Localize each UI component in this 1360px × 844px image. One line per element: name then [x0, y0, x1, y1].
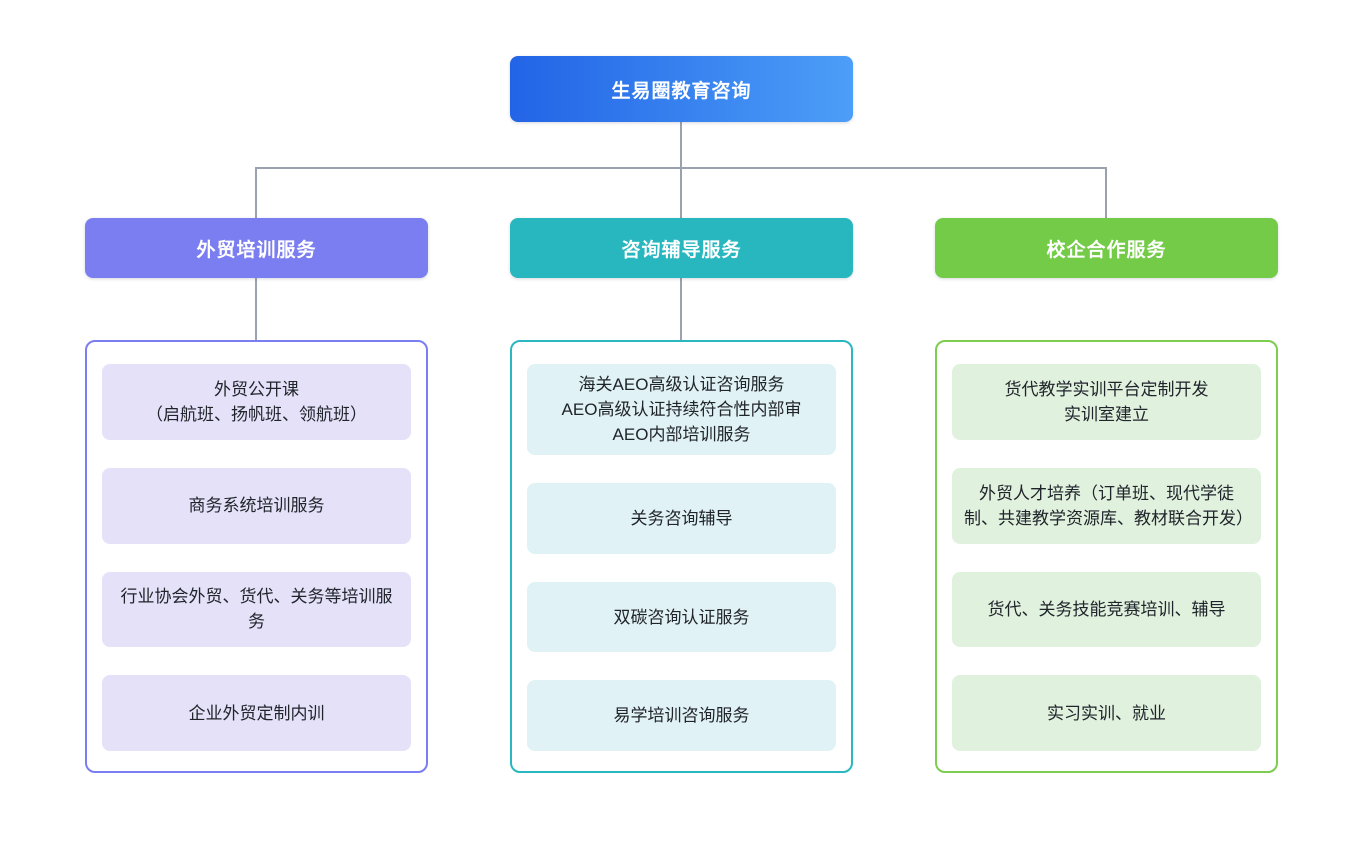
- connector-rail-to-trade: [255, 167, 257, 218]
- branch-container-trade-training: 外贸公开课 （启航班、扬帆班、领航班） 商务系统培训服务 行业协会外贸、货代、关…: [85, 340, 428, 773]
- service-item: 实习实训、就业: [952, 675, 1261, 751]
- branch-header-school-enterprise: 校企合作服务: [935, 218, 1278, 278]
- service-item: 企业外贸定制内训: [102, 675, 411, 751]
- service-item: 易学培训咨询服务: [527, 680, 836, 752]
- service-item: 商务系统培训服务: [102, 467, 411, 544]
- service-item: 关务咨询辅导: [527, 483, 836, 554]
- service-item: 外贸人才培养（订单班、现代学徒制、共建教学资源库、教材联合开发）: [952, 467, 1261, 544]
- branch-container-school-enterprise: 货代教学实训平台定制开发 实训室建立 外贸人才培养（订单班、现代学徒制、共建教学…: [935, 340, 1278, 773]
- service-item: 货代教学实训平台定制开发 实训室建立: [952, 364, 1261, 440]
- connector-consult-to-children: [680, 278, 682, 340]
- service-item: 外贸公开课 （启航班、扬帆班、领航班）: [102, 364, 411, 440]
- connector-rail-to-consult: [680, 167, 682, 218]
- branch-header-consulting-coaching: 咨询辅导服务: [510, 218, 853, 278]
- service-item: 海关AEO高级认证咨询服务 AEO高级认证持续符合性内部审 AEO内部培训服务: [527, 364, 836, 455]
- service-item: 货代、关务技能竞赛培训、辅导: [952, 571, 1261, 648]
- branch-header-trade-training: 外贸培训服务: [85, 218, 428, 278]
- connector-trade-to-children: [255, 278, 257, 340]
- connector-rail-to-school: [1105, 167, 1107, 218]
- connector-root-to-rail: [680, 122, 682, 168]
- root-node: 生易圈教育咨询: [510, 56, 853, 122]
- branch-container-consulting-coaching: 海关AEO高级认证咨询服务 AEO高级认证持续符合性内部审 AEO内部培训服务 …: [510, 340, 853, 773]
- service-item: 行业协会外贸、货代、关务等培训服务: [102, 571, 411, 648]
- service-item: 双碳咨询认证服务: [527, 581, 836, 653]
